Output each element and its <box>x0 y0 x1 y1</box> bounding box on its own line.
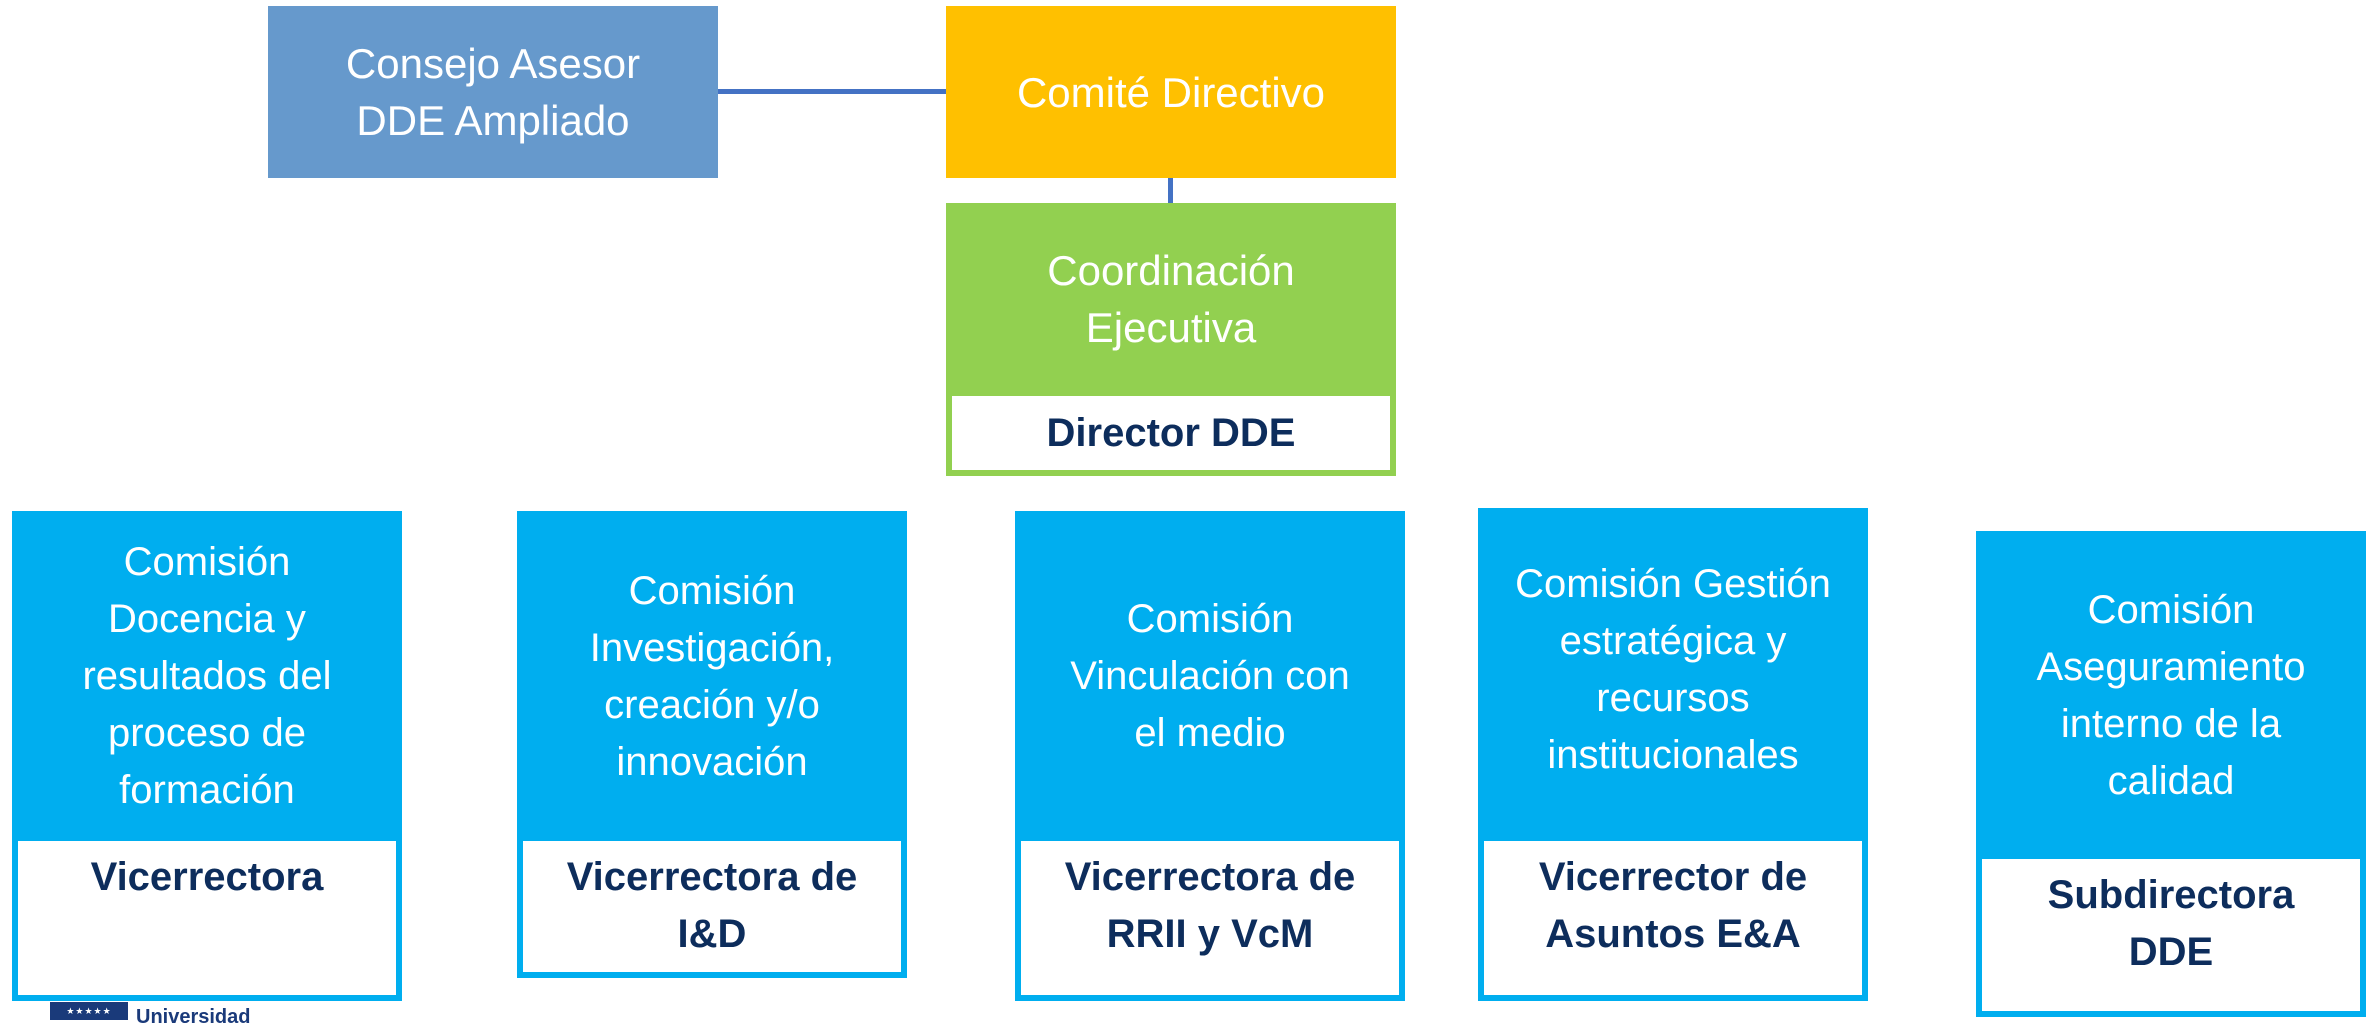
comision-gestion-box: Comisión Gestión estratégica y recursos … <box>1478 508 1868 841</box>
comite-directivo-box: Comité Directivo <box>946 6 1396 178</box>
director-dde-box: Director DDE <box>946 396 1396 476</box>
connector-consejo-comite <box>718 89 946 94</box>
consejo-asesor-box: Consejo Asesor DDE Ampliado <box>268 6 718 178</box>
comision-vinculacion-box: Comisión Vinculación con el medio <box>1015 511 1405 841</box>
comision-investigacion-box: Comisión Investigación, creación y/o inn… <box>517 511 907 841</box>
comision-gestion-head: Vicerrector de Asuntos E&A <box>1478 841 1868 1001</box>
coordinacion-ejecutiva-box: Coordinación Ejecutiva <box>946 203 1396 396</box>
connector-comite-coordinacion <box>1168 178 1173 203</box>
comision-investigacion-head: Vicerrectora de I&D <box>517 841 907 978</box>
comision-aseguramiento-box: Comisión Aseguramiento interno de la cal… <box>1976 531 2366 859</box>
comision-docencia-head: Vicerrectora <box>12 841 402 1001</box>
comision-docencia-box: Comisión Docencia y resultados del proce… <box>12 511 402 841</box>
university-logo-text: Universidad <box>136 1006 251 1028</box>
university-logo-flag: ★★★★★ <box>50 1002 128 1020</box>
comision-vinculacion-head: Vicerrectora de RRII y VcM <box>1015 841 1405 1001</box>
comision-aseguramiento-head: Subdirectora DDE <box>1976 859 2366 1017</box>
